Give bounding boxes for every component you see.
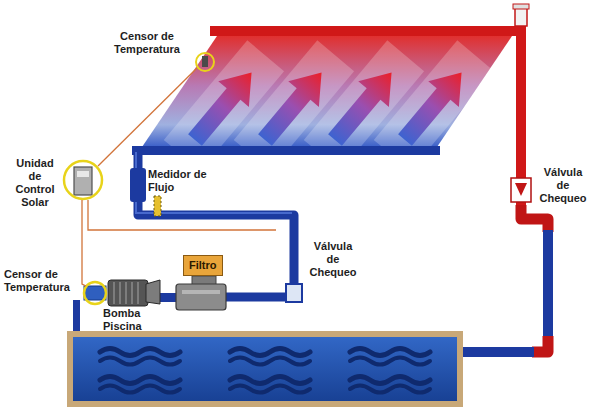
pump-fins bbox=[114, 282, 138, 304]
sensor-wire bbox=[82, 200, 86, 286]
sensor-wire bbox=[98, 68, 197, 166]
water-wave bbox=[350, 349, 430, 365]
pipe-elbow bbox=[521, 205, 548, 232]
filter-detail bbox=[182, 290, 220, 294]
control-unit bbox=[74, 167, 92, 195]
control-highlight bbox=[64, 161, 102, 199]
pool bbox=[70, 334, 460, 404]
pump-housing bbox=[146, 280, 160, 304]
cold-header-pipe bbox=[132, 146, 440, 155]
flow-meter bbox=[154, 196, 161, 216]
sensor-label: Censor de Temperatura bbox=[108, 30, 186, 56]
air-vent-cap bbox=[513, 4, 529, 9]
filter-body bbox=[176, 284, 226, 310]
meter-wire bbox=[88, 200, 276, 230]
heat-arrow bbox=[320, 60, 407, 153]
temperature-sensor bbox=[202, 56, 208, 67]
water-wave bbox=[230, 377, 310, 393]
meter-label: Medidor de Flujo bbox=[148, 168, 214, 194]
pipe-fitting bbox=[130, 168, 146, 202]
pipe-elbow bbox=[532, 336, 548, 352]
control-label: Unidad de Control Solar bbox=[10, 157, 60, 209]
sensor-highlight bbox=[84, 282, 106, 304]
hot-header-pipe bbox=[210, 26, 526, 36]
control-display bbox=[77, 171, 89, 177]
check-valve bbox=[511, 178, 531, 202]
heat-arrow bbox=[250, 60, 337, 153]
check-valve-flap bbox=[515, 183, 527, 196]
water-wave bbox=[100, 349, 180, 365]
sensor-highlight bbox=[196, 53, 214, 71]
water-wave bbox=[230, 349, 310, 365]
check-valve bbox=[286, 284, 302, 302]
valve-label: Válvula de Chequeo bbox=[536, 166, 590, 205]
water-wave bbox=[350, 377, 430, 393]
heat-arrow bbox=[390, 60, 477, 153]
hot-return-pipe bbox=[516, 26, 526, 212]
air-vent bbox=[515, 7, 527, 26]
pump-label: Bomba Piscina bbox=[103, 307, 151, 333]
heat-arrows bbox=[180, 60, 477, 153]
pump-motor bbox=[108, 280, 148, 306]
node-text: Filtro bbox=[189, 259, 217, 272]
water-wave bbox=[100, 377, 180, 393]
valve-label: Válvula de Chequeo bbox=[306, 240, 360, 279]
heat-arrow bbox=[180, 60, 267, 153]
return-pipe bbox=[543, 230, 553, 340]
pump-inlet bbox=[84, 286, 106, 300]
filter-box: Filtro bbox=[183, 255, 223, 276]
sensor-label: Censor de Temperatura bbox=[4, 268, 80, 294]
pool-return-pipe bbox=[458, 347, 534, 357]
pool-suction-pipe bbox=[73, 300, 80, 336]
supply-pipe bbox=[138, 150, 294, 297]
